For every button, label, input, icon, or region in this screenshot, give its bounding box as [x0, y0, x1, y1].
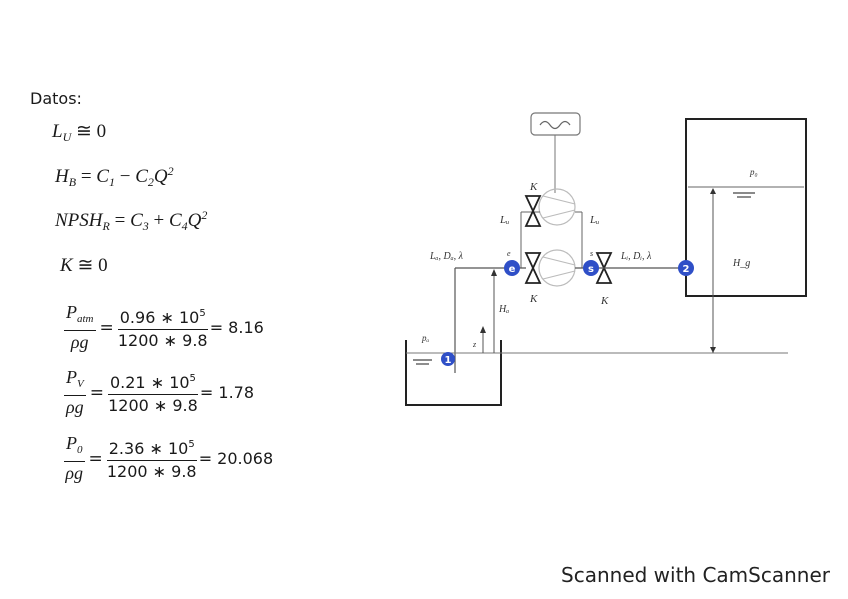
eq-k-lhs: K — [60, 255, 73, 276]
eq-lu-rhs: 0 — [96, 121, 107, 142]
calc-p0-value-pow: 5 — [188, 438, 195, 450]
datos-heading: Datos: — [30, 89, 82, 108]
eq-npsh-c3-sub: 3 — [142, 219, 149, 233]
node-e: e — [504, 260, 520, 276]
node-1-label: 1 — [445, 355, 452, 366]
calc-patm-lhs: Patm ρg — [64, 302, 96, 353]
scanner-watermark: Scanned with CamScanner — [561, 563, 830, 587]
pump-bottom-icon — [538, 249, 576, 287]
calc-p0-value-num: 2.36 ∗ 10 — [108, 438, 189, 458]
calc-pv-den: ρg — [66, 397, 84, 417]
calc-patm-rhs: 0.96 ∗ 105 1200 ∗ 9.8 — [117, 304, 208, 352]
eq-lu-rel: ≅ — [76, 121, 92, 142]
eq-hb-pow: 2 — [167, 164, 174, 178]
calc-patm: Patm ρg = 0.96 ∗ 105 1200 ∗ 9.8 = 8.16 — [64, 302, 264, 353]
label-p0: p₀ — [749, 167, 758, 177]
calc-pv-value-pow: 5 — [189, 372, 196, 384]
calc-patm-num: P — [66, 302, 77, 322]
calc-patm-num-sub: atm — [77, 313, 94, 325]
label-k-bottom-left: K — [529, 293, 538, 305]
eq-lu-lhs: L — [52, 121, 63, 142]
valve-bottom-right-icon — [595, 252, 613, 284]
eq-npsh-q: Q — [187, 210, 202, 231]
eq-npsh-c4-sub: 4 — [181, 219, 188, 233]
node-e-label: e — [509, 264, 516, 275]
eq-npsh-plus: + — [153, 210, 165, 231]
eq-hb-c1: C — [96, 166, 109, 187]
eq-npsh: NPSHR = C3 + C4Q2 — [55, 208, 207, 234]
eq-hb-lhs: H — [55, 166, 69, 187]
calc-pv-result: = 1.78 — [199, 383, 255, 402]
eq-hb-sub: B — [68, 175, 77, 189]
eq-npsh-c3: C — [130, 210, 143, 231]
eq-hb-c2-sub: 2 — [147, 175, 154, 189]
node-s-label: s — [588, 264, 594, 275]
eq-hb-rel: = — [80, 166, 92, 187]
calc-p0-lhs: P0 ρg — [64, 433, 85, 484]
label-pa: pₐ — [421, 333, 430, 343]
node-2: 2 — [678, 260, 694, 276]
calc-p0-den: ρg — [65, 463, 84, 483]
eq-k-rel: ≅ — [77, 255, 94, 276]
eq-lu-sub: U — [62, 130, 72, 144]
eq-hb-q: Q — [153, 166, 168, 187]
label-s-small: s — [590, 249, 593, 258]
calc-patm-value-num: 0.96 ∗ 10 — [119, 307, 200, 327]
calc-pv-num: P — [66, 367, 77, 387]
motor-box — [530, 112, 581, 136]
eq-npsh-sub: R — [102, 219, 110, 233]
label-hg: H_g — [732, 258, 750, 269]
calc-pv-lhs: PV ρg — [64, 367, 86, 418]
calc-pv-rhs: 0.21 ∗ 105 1200 ∗ 9.8 — [107, 369, 198, 417]
lower-tank — [405, 340, 502, 406]
upper-tank — [685, 118, 807, 297]
eq-hb-c1-sub: 1 — [108, 175, 115, 189]
label-z: z — [472, 340, 477, 349]
node-1: 1 — [441, 352, 455, 366]
label-ha: Hₐ — [498, 304, 509, 315]
label-k-top: K — [529, 181, 538, 193]
label-e-small: e — [507, 249, 511, 258]
eq-npsh-lhs: NPSH — [55, 210, 103, 231]
calc-p0-result: = 20.068 — [198, 449, 274, 468]
label-k-bottom-right: K — [600, 295, 609, 307]
calc-pv: PV ρg = 0.21 ∗ 105 1200 ∗ 9.8 = 1.78 — [64, 367, 255, 418]
calc-pv-value-num: 0.21 ∗ 10 — [109, 372, 190, 392]
eq-hb: HB = C1 − C2Q2 — [55, 164, 174, 190]
label-lu-right: Lᵤ — [589, 214, 599, 226]
calc-patm-value-den: 1200 ∗ 9.8 — [117, 330, 208, 350]
eq-hb-minus: − — [119, 166, 131, 187]
eq-lu: LU ≅ 0 — [52, 120, 106, 145]
pump-top-icon — [538, 188, 576, 226]
eq-hb-c2: C — [135, 166, 148, 187]
valve-bottom-left-icon — [524, 252, 542, 284]
label-suction-pipe: Lₐ, Dₐ, λ — [429, 251, 464, 262]
eq-npsh-pow: 2 — [201, 208, 208, 222]
valve-top-icon — [524, 195, 542, 227]
calc-p0-value-den: 1200 ∗ 9.8 — [106, 461, 197, 481]
node-2-label: 2 — [683, 264, 690, 275]
eq-k-rhs: 0 — [98, 255, 108, 276]
eq-npsh-rel: = — [114, 210, 126, 231]
calc-patm-value-pow: 5 — [199, 307, 206, 319]
calc-p0: P0 ρg = 2.36 ∗ 105 1200 ∗ 9.8 = 20.068 — [64, 433, 274, 484]
calc-pv-value-den: 1200 ∗ 9.8 — [108, 395, 198, 415]
calc-p0-rhs: 2.36 ∗ 105 1200 ∗ 9.8 — [106, 435, 197, 483]
calc-p0-num: P — [66, 433, 77, 453]
eq-k: K ≅ 0 — [60, 254, 108, 277]
calc-patm-result: = 8.16 — [209, 318, 264, 337]
eq-npsh-c4: C — [168, 210, 182, 231]
node-s: s — [583, 260, 599, 276]
calc-pv-num-sub: V — [77, 378, 84, 390]
label-discharge-pipe: Lᵢ, Dᵢ, λ — [620, 251, 652, 262]
label-lu-left: Lᵤ — [499, 214, 509, 226]
calc-p0-num-sub: 0 — [77, 444, 83, 456]
motor-wave-icon — [539, 120, 571, 130]
calc-patm-den: ρg — [70, 332, 89, 352]
